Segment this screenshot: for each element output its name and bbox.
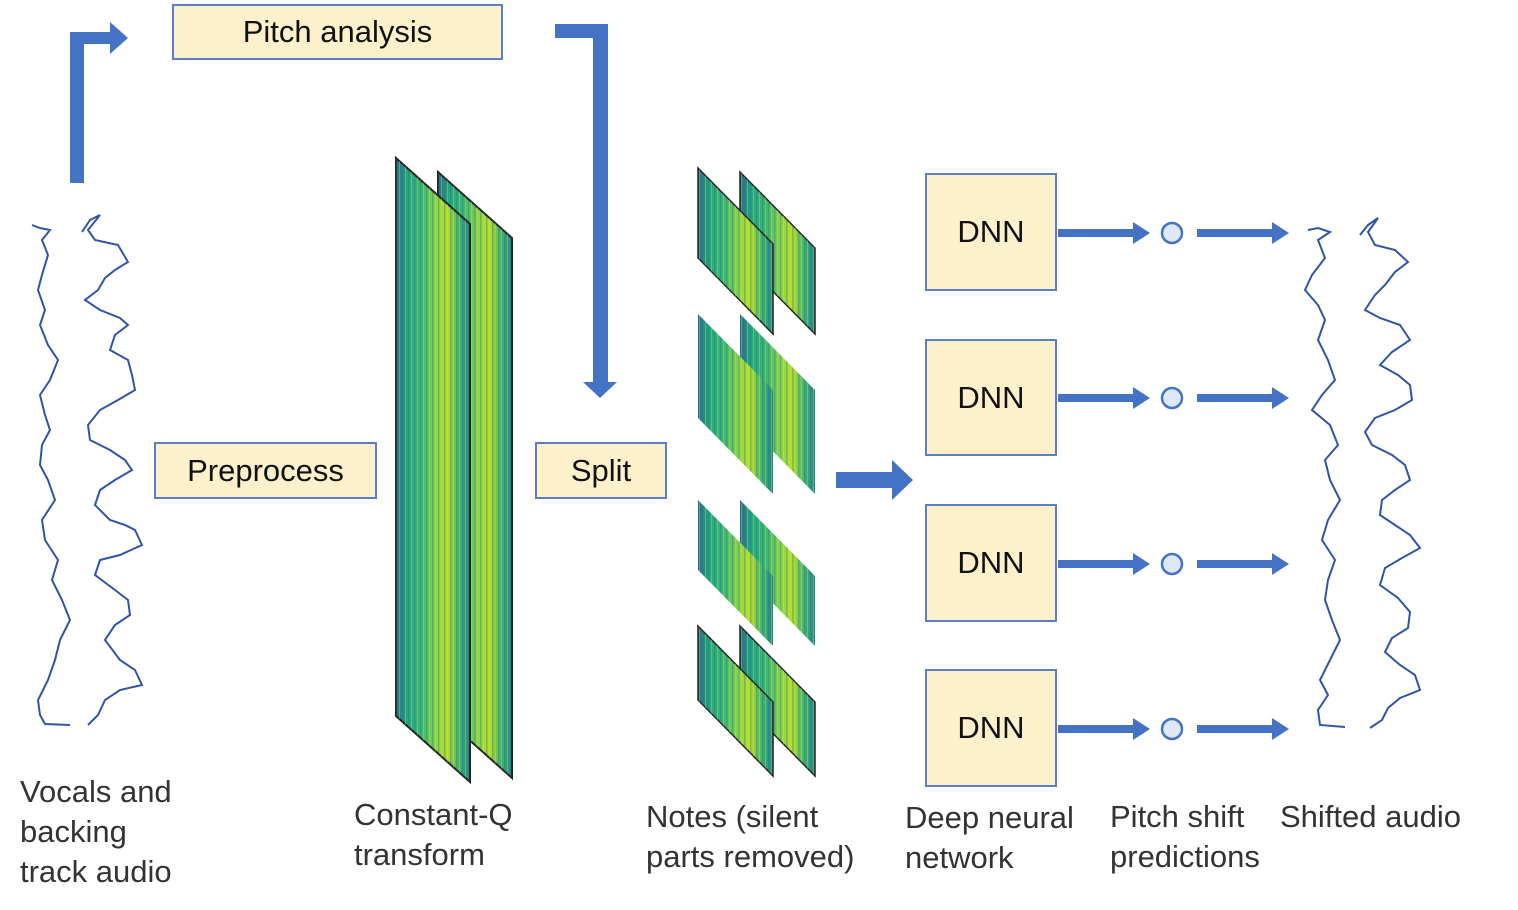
dnn-caption-line: network bbox=[905, 840, 1014, 875]
input-caption-line: track audio bbox=[20, 854, 172, 889]
input-caption: Vocals and backing track audio bbox=[20, 772, 172, 892]
split-box: Split bbox=[535, 442, 667, 499]
predictions-caption-line: Pitch shift bbox=[1110, 799, 1245, 834]
cqt-caption: Constant-Q transform bbox=[354, 795, 513, 875]
input-waveform bbox=[31, 214, 144, 726]
notes-caption-line: Notes (silent bbox=[646, 799, 819, 834]
cqt-caption-line: Constant-Q bbox=[354, 797, 513, 832]
output-caption-line: Shifted audio bbox=[1280, 799, 1461, 834]
prediction-node bbox=[1160, 552, 1184, 576]
pitch-up-arrow bbox=[70, 22, 128, 183]
predictions-caption-line: predictions bbox=[1110, 839, 1260, 874]
notes-caption: Notes (silent parts removed) bbox=[646, 797, 854, 877]
dnn-box: DNN bbox=[925, 669, 1057, 787]
dnn-caption: Deep neural network bbox=[905, 798, 1074, 878]
cqt-caption-line: transform bbox=[354, 837, 485, 872]
pitch-analysis-box: Pitch analysis bbox=[172, 4, 503, 60]
prediction-node bbox=[1160, 221, 1184, 245]
prediction-node bbox=[1160, 386, 1184, 410]
prediction-node bbox=[1160, 717, 1184, 741]
output-waveform bbox=[1303, 217, 1422, 729]
notes-to-dnn-arrow bbox=[836, 460, 913, 500]
dnn-box: DNN bbox=[925, 173, 1057, 291]
preprocess-box: Preprocess bbox=[154, 442, 377, 499]
note-spectrograms bbox=[697, 166, 816, 778]
input-caption-line: Vocals and bbox=[20, 774, 172, 809]
cqt-spectrograms bbox=[395, 155, 513, 785]
input-caption-line: backing bbox=[20, 814, 127, 849]
dnn-arrows bbox=[1058, 222, 1289, 740]
predictions-caption: Pitch shift predictions bbox=[1110, 797, 1260, 877]
output-caption: Shifted audio bbox=[1280, 797, 1461, 837]
notes-caption-line: parts removed) bbox=[646, 839, 855, 874]
dnn-box: DNN bbox=[925, 504, 1057, 622]
prediction-nodes bbox=[1160, 221, 1184, 741]
dnn-caption-line: Deep neural bbox=[905, 800, 1074, 835]
dnn-box: DNN bbox=[925, 339, 1057, 456]
pitch-down-arrow bbox=[555, 24, 617, 398]
